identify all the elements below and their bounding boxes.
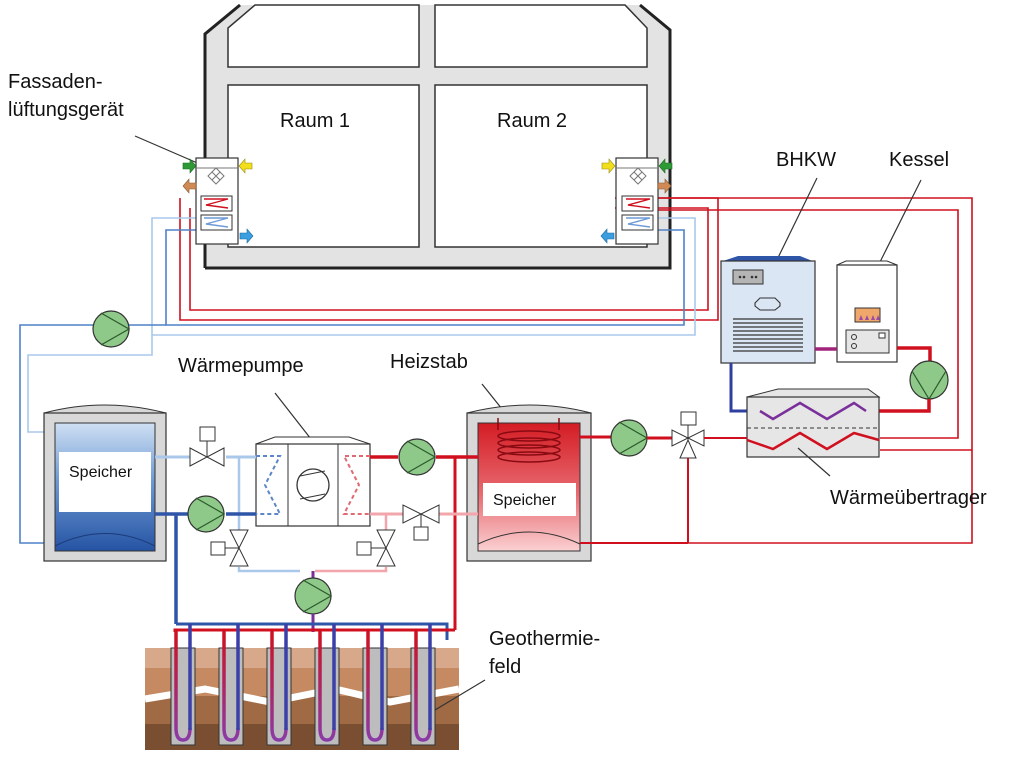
compressor-icon: [296, 468, 330, 502]
kessel-unit[interactable]: [836, 260, 898, 363]
pump-geothermal[interactable]: [294, 577, 333, 615]
pump-hot-tank[interactable]: [610, 419, 649, 457]
room-1-label: Raum 1: [280, 110, 350, 132]
hot-side-pipes: [311, 455, 478, 630]
kessel-leader-line: [874, 179, 922, 273]
air-arrow-brown-icon: [182, 178, 197, 194]
heizstab-label: Heizstab: [390, 351, 468, 373]
room-1: [227, 84, 420, 248]
hot-storage-label: Speicher: [493, 492, 557, 509]
cold-storage-label: Speicher: [69, 464, 133, 481]
borehole-group: [170, 624, 436, 746]
pump-kessel[interactable]: [909, 360, 949, 401]
room-2-label: Raum 2: [497, 110, 567, 132]
three-way-valve[interactable]: [671, 411, 705, 459]
kessel-pipe: [897, 346, 932, 362]
valve-cold-bottom[interactable]: [210, 529, 249, 567]
air-arrow-blue-icon: [239, 228, 254, 244]
facade-unit-left[interactable]: [182, 157, 254, 245]
heating-rod-coil-icon: [497, 418, 561, 463]
exchanger-hot-pipe: [866, 399, 931, 413]
fassaden-label-line2: lüftungsgerät: [8, 99, 124, 121]
geothermie-label-line1: Geothermie-: [489, 628, 600, 650]
facade-unit-right[interactable]: [600, 157, 673, 245]
building: [203, 3, 672, 270]
bhkw-leader-line: [771, 177, 818, 271]
upper-pipes: [19, 197, 973, 544]
pump-hot-hp[interactable]: [398, 438, 437, 476]
engine-icon: [754, 297, 781, 311]
heat-exchanger[interactable]: [746, 388, 881, 458]
cold-side-pipes: [155, 455, 300, 624]
exchanger-leader-line: [797, 447, 831, 477]
fassaden-label-line1: Fassaden-: [8, 71, 103, 93]
geothermal-headers: [173, 622, 455, 640]
geothermal-field: [144, 648, 460, 750]
air-arrow-green-icon: [182, 158, 197, 174]
bhkw-label: BHKW: [776, 149, 836, 171]
borehole-probe: [218, 624, 244, 746]
heat-pump-unit[interactable]: [255, 436, 371, 527]
geothermie-leader-line: [434, 679, 486, 711]
borehole-probe: [170, 624, 196, 746]
geothermie-label-line2: feld: [489, 656, 521, 678]
exchanger-label: Wärmeübertrager: [830, 487, 987, 509]
waermepumpe-label: Wärmepumpe: [178, 355, 304, 377]
valve-cold-top[interactable]: [189, 426, 225, 467]
air-arrow-yellow-icon: [601, 158, 616, 174]
fassaden-leader-line: [134, 135, 203, 166]
pump-cold-tank[interactable]: [187, 495, 226, 533]
borehole-probe: [266, 624, 292, 746]
borehole-probe: [362, 624, 388, 746]
hot-storage-tank[interactable]: [466, 404, 592, 562]
borehole-probe: [314, 624, 340, 746]
air-arrow-blue-icon: [600, 228, 615, 244]
air-arrow-brown-icon: [657, 178, 672, 194]
air-arrow-green-icon: [658, 158, 673, 174]
air-arrow-yellow-icon: [238, 158, 253, 174]
kessel-label: Kessel: [889, 149, 949, 171]
valve-hot-bottom[interactable]: [356, 529, 396, 567]
valve-hot-right[interactable]: [402, 504, 440, 541]
pump-upper[interactable]: [92, 310, 131, 348]
bhkw-unit[interactable]: [720, 256, 816, 364]
borehole-probe: [410, 624, 436, 746]
cold-storage-tank[interactable]: [43, 404, 167, 562]
